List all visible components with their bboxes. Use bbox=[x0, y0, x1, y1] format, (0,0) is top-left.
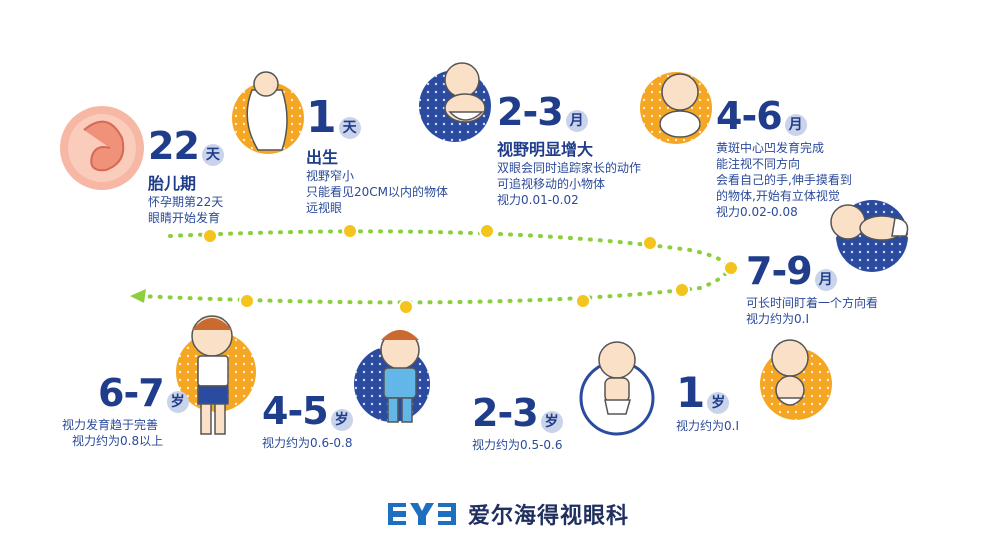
stage-desc-line: 视力约为0.I bbox=[676, 419, 739, 433]
timeline-dot bbox=[723, 260, 739, 276]
stage-unit-badge: 天 bbox=[201, 143, 224, 166]
stage-number: 1 bbox=[306, 92, 337, 143]
newborn-illustration bbox=[232, 71, 304, 154]
stage-heading: 胎儿期 bbox=[148, 173, 197, 193]
stage-unit-badge: 天 bbox=[338, 116, 361, 139]
arrow-head-icon bbox=[130, 289, 146, 303]
stage-desc-line: 视力0.02-0.08 bbox=[716, 204, 798, 219]
stage-unit-badge: 岁 bbox=[707, 391, 730, 414]
stage-unit-badge: 岁 bbox=[166, 390, 189, 413]
stage-number: 2-3 bbox=[497, 90, 564, 134]
toddler-2-3y-illustration bbox=[579, 341, 655, 436]
stage-desc-line: 远视眼 bbox=[306, 201, 343, 215]
stage-number: 7-9 bbox=[746, 249, 813, 293]
stage-unit-badge: 岁 bbox=[540, 410, 563, 433]
stage-unit-badge: 月 bbox=[565, 109, 588, 132]
stage-number: 6-7 bbox=[98, 371, 165, 415]
stage-number: 4-5 bbox=[262, 389, 329, 433]
timeline-dot bbox=[239, 293, 255, 309]
timeline-dot bbox=[642, 235, 658, 251]
timeline-dots bbox=[202, 223, 739, 315]
stage-unit-badge: 月 bbox=[814, 268, 837, 291]
stage-desc-line: 能注视不同方向 bbox=[716, 156, 801, 171]
stage-desc-line: 视力0.01-0.02 bbox=[497, 192, 579, 207]
stage-desc-line: 只能看见20CM以内的物体 bbox=[306, 185, 449, 199]
stage-desc-line: 黄斑中心凹发育完成 bbox=[716, 140, 825, 155]
brand-logo: 爱尔海得视眼科 bbox=[388, 498, 629, 530]
stage-number: 4-6 bbox=[716, 94, 783, 138]
timeline-dot bbox=[342, 223, 358, 239]
baby-2-3m-illustration bbox=[419, 62, 491, 142]
timeline-dot bbox=[575, 293, 591, 309]
stage-number: 22 bbox=[148, 124, 200, 168]
stage-desc-line: 可追视移动的小物体 bbox=[497, 176, 606, 191]
stage-desc-line: 视力约为0.8以上 bbox=[72, 433, 164, 448]
fetus-illustration bbox=[60, 106, 144, 190]
stage-desc-line: 视力约为0.6-0.8 bbox=[262, 435, 353, 450]
baby-7-9m-illustration bbox=[830, 200, 909, 272]
stage-desc-line: 视力发育趋于完善 bbox=[62, 417, 159, 432]
stage-heading: 出生 bbox=[306, 148, 339, 167]
timeline-dot bbox=[479, 223, 495, 239]
eye-logo-mark-icon bbox=[388, 503, 456, 525]
timeline-dot bbox=[674, 282, 690, 298]
stage-desc-line: 的物体,开始有立体视觉 bbox=[716, 188, 840, 203]
stage-desc-line: 视力约为0.5-0.6 bbox=[472, 437, 563, 452]
timeline-dot bbox=[202, 228, 218, 244]
stage-unit-badge: 岁 bbox=[330, 408, 353, 431]
stage-number: 1 bbox=[676, 368, 705, 417]
stage-unit-badge: 月 bbox=[784, 113, 807, 136]
stage-desc-line: 可长时间盯着一个方向看 bbox=[746, 295, 879, 310]
stage-desc-line: 双眼会同时追踪家长的动作 bbox=[497, 160, 642, 175]
stage-number: 2-3 bbox=[472, 391, 539, 435]
child-6-7y-illustration bbox=[176, 315, 256, 435]
baby-1y-illustration bbox=[760, 339, 832, 420]
stage-desc-line: 怀孕期第22天 bbox=[148, 194, 224, 209]
child-4-5y-illustration bbox=[354, 330, 430, 423]
stage-desc-line: 眼睛开始发育 bbox=[148, 210, 221, 225]
stage-desc-line: 视野窄小 bbox=[306, 169, 355, 183]
stage-heading: 视野明显增大 bbox=[497, 139, 594, 159]
baby-4-6m-illustration bbox=[640, 72, 712, 144]
timeline-dot bbox=[398, 299, 414, 315]
stage-desc-line: 视力约为0.I bbox=[746, 311, 809, 326]
brand-name: 爱尔海得视眼科 bbox=[468, 503, 630, 529]
stage-desc-line: 会看自己的手,伸手摸看到 bbox=[716, 172, 852, 187]
